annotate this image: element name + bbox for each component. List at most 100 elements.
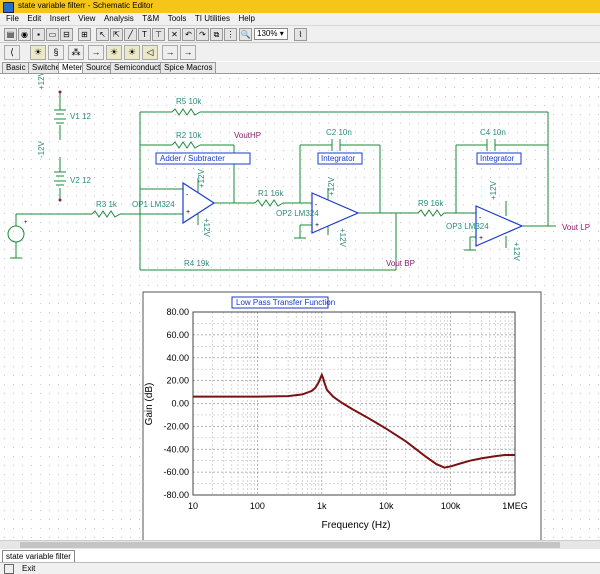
menu-file[interactable]: File [6,13,19,25]
menu-tm[interactable]: T&M [142,13,159,25]
lamp-x-icon[interactable]: ☀ [124,45,140,60]
op3-neg-rail-label: +12V [512,242,521,262]
v1-rail-label: +12V [37,74,46,90]
r9-label: R9 16k [418,199,444,208]
arrow-s-icon[interactable]: → [180,45,196,60]
y-tick-label: 80.00 [166,307,189,317]
grid-toggle-icon[interactable]: ⋮ [224,28,237,41]
source-plus-pin: + [24,220,28,226]
x-tick-label: 100 [250,501,265,511]
menu-tools[interactable]: Tools [168,13,187,25]
c4-label: C4 10n [480,128,506,137]
x-tick-label: 1k [317,501,327,511]
menu-analysis[interactable]: Analysis [104,13,134,25]
component-tabs: Basic Switches Meters Sources Semiconduc… [0,62,600,74]
arrow-t-icon[interactable]: → [162,45,178,60]
v2-rail-label: -12V [37,140,46,158]
lamp-icon[interactable]: ☀ [30,45,46,60]
globe-icon[interactable]: ◉ [18,28,31,41]
zoom-select[interactable]: 130% ▾ [254,28,288,40]
vout-hp-label: VoutHP [234,131,261,140]
y-tick-label: -60.00 [163,467,189,477]
resistor-r1 [255,200,283,206]
title-bar: state variable filterr - Schematic Edito… [0,0,600,13]
op1-neg-rail-label: +12V [202,218,211,238]
compare-icon[interactable]: ⊟ [60,28,73,41]
pointer-icon[interactable]: ⇱ [110,28,123,41]
r3-label: R3 1k [96,200,118,209]
label-icon[interactable]: ⊤ [152,28,165,41]
x-axis-label: Frequency (Hz) [322,520,391,531]
resistor-chain-icon[interactable]: ⁂ [68,45,84,60]
menu-bar: File Edit Insert View Analysis T&M Tools… [0,13,600,26]
redo-icon[interactable]: ↷ [196,28,209,41]
y-tick-label: 0.00 [171,399,189,409]
vout-lp-label: Vout LP [562,223,590,232]
resistor-r3 [92,211,120,217]
v2-label: V2 12 [70,176,91,185]
chain-icon[interactable]: § [48,45,64,60]
y-axis-label: Gain (dB) [144,383,155,426]
zoom-icon[interactable]: 🔍 [239,28,252,41]
tab-basic[interactable]: Basic [2,62,30,73]
save-icon[interactable]: ▪ [32,28,45,41]
op3-label: OP3 LM324 [446,222,489,231]
tab-spice-macros[interactable]: Spice Macros [160,62,216,73]
switch-icon[interactable]: ⟨ [4,45,20,60]
schematic-canvas[interactable]: +12V V1 12 -12V V2 12 R5 10k R2 10k R3 1… [0,74,600,548]
op2-label: OP2 LM324 [276,209,319,218]
copy-icon[interactable]: ⧉ [210,28,223,41]
y-tick-label: -40.00 [163,444,189,454]
schematic-svg: +12V V1 12 -12V V2 12 R5 10k R2 10k R3 1… [0,74,600,548]
open-folder-icon[interactable]: ▤ [4,28,17,41]
c2-label: C2 10n [326,128,352,137]
r5-label: R5 10k [176,97,202,106]
x-tick-label: 10k [379,501,394,511]
op1-plus-pin: + [186,209,190,216]
chart-title: Low Pass Transfer Function [236,298,335,307]
text-icon[interactable]: T [138,28,151,41]
x-tick-label: 100k [441,501,461,511]
menu-edit[interactable]: Edit [27,13,41,25]
x-tick-label: 1MEG [502,501,528,511]
wire-icon[interactable]: ╱ [124,28,137,41]
menu-help[interactable]: Help [239,13,255,25]
scroll-thumb[interactable] [20,542,560,548]
integrator1-block-label: Integrator [321,154,356,163]
adder-block-label: Adder / Subtracter [160,154,225,163]
probe-icon[interactable]: ⌇ [294,28,307,41]
menu-ti-utilities[interactable]: TI Utilities [195,13,230,25]
op1-label: OP1 LM324 [132,200,175,209]
undo-icon[interactable]: ↶ [182,28,195,41]
menu-insert[interactable]: Insert [50,13,70,25]
horizontal-scrollbar[interactable] [0,540,600,549]
select-arrow-icon[interactable]: ↖ [96,28,109,41]
x-tick-label: 10 [188,501,198,511]
y-tick-label: 40.00 [166,353,189,363]
y-tick-label: 20.00 [166,376,189,386]
diode-icon[interactable]: → [88,45,104,60]
r1-label: R1 16k [258,189,284,198]
component-toolbar: ⟨ ☀ § ⁂ → ☀ ☀ ◁ → → [0,43,600,61]
speaker-icon[interactable]: ◁ [142,45,158,60]
r2-label: R2 10k [176,131,202,140]
resistor-r5 [172,109,200,115]
grid-icon[interactable]: ⊞ [78,28,91,41]
resistor-r2 [172,142,200,148]
y-tick-label: -80.00 [163,490,189,500]
op3-pos-rail-label: +12V [489,180,498,200]
app-icon [3,2,14,13]
status-text: Exit [22,564,35,573]
integrator2-block-label: Integrator [480,154,515,163]
main-toolbar: ▤ ◉ ▪ ▭ ⊟ ⊞ ↖ ⇱ ╱ T ⊤ ✕ ↶ ↷ ⧉ ⋮ 🔍 130% ▾… [0,26,600,43]
delete-icon[interactable]: ✕ [168,28,181,41]
lamp-plus-icon[interactable]: ☀ [106,45,122,60]
print-icon[interactable]: ▭ [46,28,59,41]
status-bar: Exit [0,562,600,574]
zoom-value: 130% [257,29,277,38]
vout-bp-label: Vout BP [386,259,415,268]
menu-view[interactable]: View [78,13,95,25]
op3-plus-pin: + [479,235,483,242]
r4-label: R4 19k [184,259,210,268]
resistor-r9 [418,210,444,216]
